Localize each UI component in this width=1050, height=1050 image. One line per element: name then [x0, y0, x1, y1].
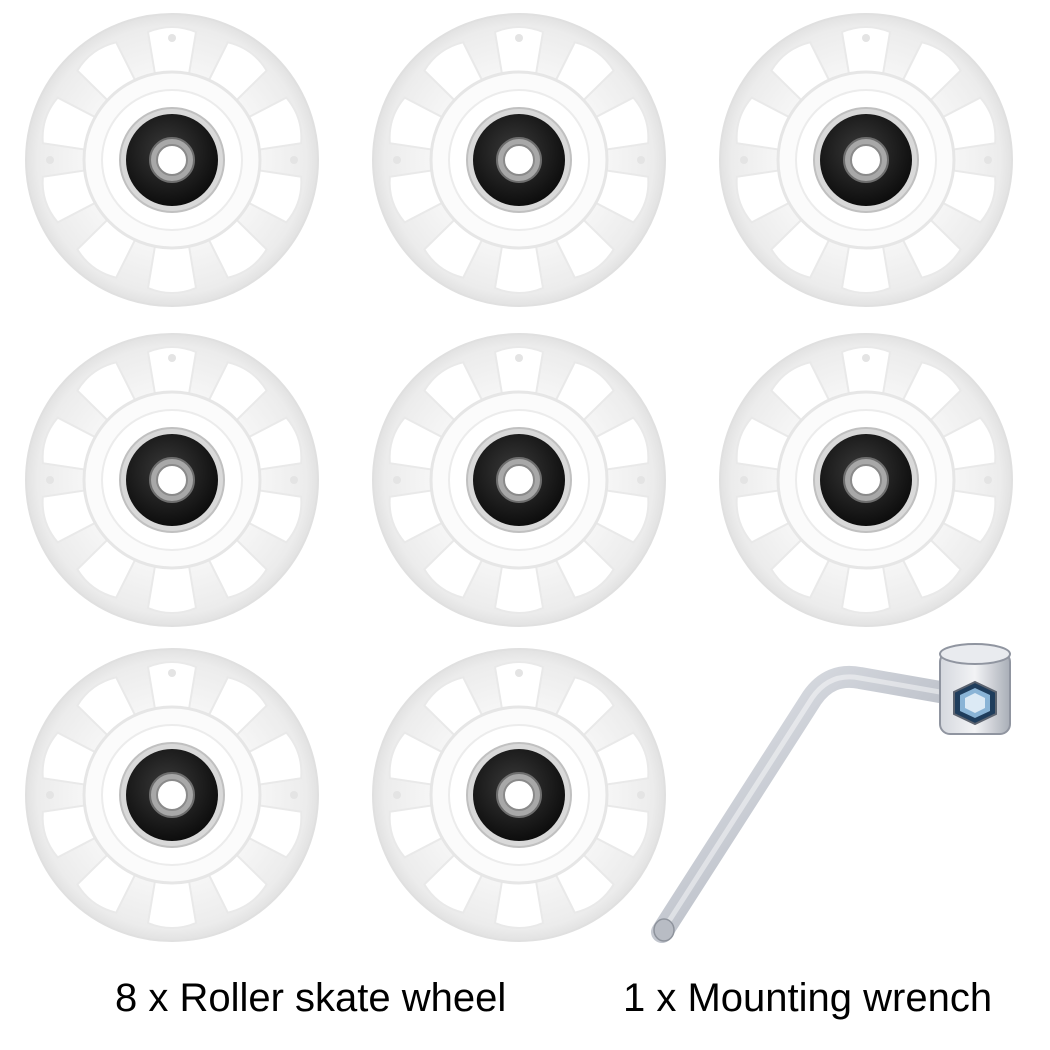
roller-skate-wheel-icon: [369, 10, 669, 310]
roller-skate-wheel-icon: [369, 645, 669, 945]
roller-skate-wheel-icon: [22, 330, 322, 630]
roller-skate-wheel-icon: [369, 330, 669, 630]
roller-skate-wheel-icon: [716, 10, 1016, 310]
roller-skate-wheel-icon: [22, 10, 322, 310]
wrench-caption: 1 x Mounting wrench: [623, 976, 993, 1020]
wheels-caption: 8 x Roller skate wheel: [115, 976, 507, 1020]
roller-skate-wheel-icon: [716, 330, 1016, 630]
wrench-icon: [640, 630, 1040, 960]
roller-skate-wheel-icon: [22, 645, 322, 945]
